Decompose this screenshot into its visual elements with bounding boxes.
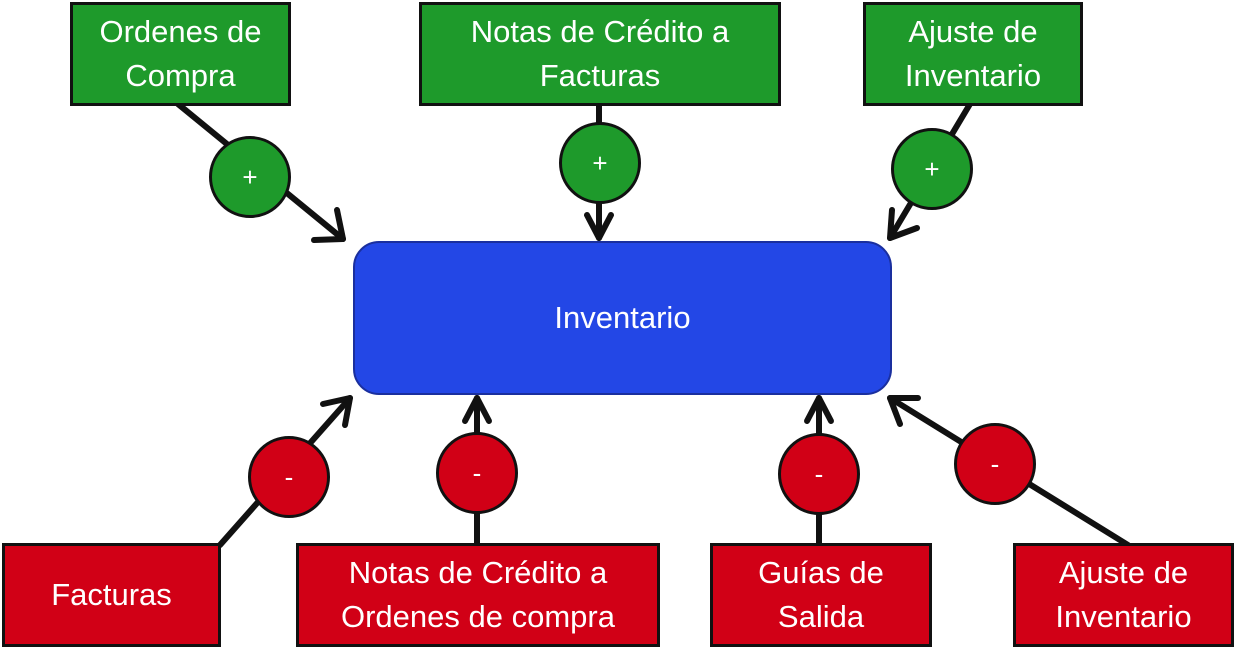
minus-badge-ajuste-inventario-out: - (954, 423, 1036, 505)
box-guias-de-salida: Guías de Salida (710, 543, 932, 647)
box-label: Facturas (51, 576, 172, 612)
minus-badge-notas-credito-ordenes: - (436, 432, 518, 514)
arrowhead-notas-credito-facturas (584, 212, 614, 241)
arrowhead-guias-de-salida (804, 395, 834, 424)
box-label: Notas de Crédito a Facturas (470, 13, 730, 93)
plus-badge-ordenes-de-compra: + (209, 136, 291, 218)
arrowhead-facturas (320, 395, 353, 428)
box-ajuste-inventario-in: Ajuste de Inventario (863, 2, 1083, 106)
plus-badge-ajuste-inventario-in: + (891, 128, 973, 210)
minus-badge-facturas: - (248, 436, 330, 518)
arrowhead-ajuste-inventario-in (887, 207, 920, 241)
inventory-node: Inventario (353, 241, 892, 395)
box-label: Ajuste de Inventario (904, 13, 1042, 93)
box-label: Ajuste de Inventario (1055, 554, 1192, 634)
plus-badge-notas-credito-facturas: + (559, 122, 641, 204)
box-notas-credito-facturas: Notas de Crédito a Facturas (419, 2, 781, 106)
box-ajuste-inventario-out: Ajuste de Inventario (1013, 543, 1234, 647)
box-facturas: Facturas (2, 543, 221, 647)
box-label: Guías de Salida (758, 554, 884, 634)
box-notas-credito-ordenes: Notas de Crédito a Ordenes de compra (296, 543, 660, 647)
box-label: Ordenes de Compra (99, 13, 262, 93)
arrowhead-notas-credito-ordenes (462, 395, 492, 424)
box-label: Notas de Crédito a Ordenes de compra (341, 554, 615, 634)
arrowhead-ordenes-de-compra (311, 207, 346, 243)
minus-badge-guias-de-salida: - (778, 433, 860, 515)
inventory-label: Inventario (554, 299, 691, 335)
arrowhead-ajuste-inventario-out (887, 395, 921, 427)
box-ordenes-de-compra: Ordenes de Compra (70, 2, 291, 106)
